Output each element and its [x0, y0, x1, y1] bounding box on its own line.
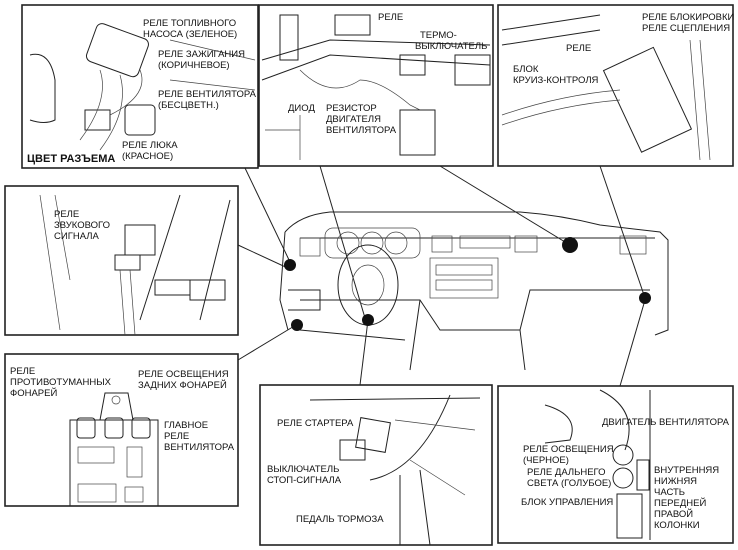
label-ignition-relay-color: (КОРИЧНЕВОЕ): [158, 60, 230, 71]
panel-starter-relay: РЕЛЕ СТАРТЕРА ВЫКЛЮЧАТЕЛЬ СТОП-СИГНАЛА П…: [259, 384, 493, 546]
leader-lines: [237, 165, 646, 387]
label-fog-relay-line3: ФОНАРЕЙ: [10, 387, 57, 399]
panel-cruise-control: РЕЛЕ БЛОКИРОВКИ РЕЛЕ СЦЕПЛЕНИЯ РЕЛЕ БЛОК…: [497, 4, 734, 167]
label-horn-relay: РЕЛЕ: [54, 209, 79, 220]
label-pillar-location-line6: КОЛОНКИ: [654, 520, 700, 531]
label-fog-relay: РЕЛЕ: [10, 366, 35, 377]
label-sunroof-relay-color: (КРАСНОЕ): [122, 151, 173, 162]
label-ignition-relay: РЕЛЕ ЗАЖИГАНИЯ: [158, 49, 245, 60]
dashboard-illustration: [279, 211, 669, 371]
label-fan-relay-color: (БЕСЦВЕТН.): [158, 100, 219, 111]
label-connector-color: ЦВЕТ РАЗЪЕМА: [27, 153, 115, 165]
panel-fan-resistor: РЕЛЕ ТЕРМО- ВЫКЛЮЧАТЕЛЬ ДИОД РЕЗИСТОР ДВ…: [258, 4, 494, 167]
label-stop-switch-line2: СТОП-СИГНАЛА: [267, 475, 342, 486]
label-diode: ДИОД: [288, 103, 315, 114]
label-cruise-control-unit-line2: КРУИЗ-КОНТРОЛЯ: [513, 75, 599, 86]
panel-relay-box: РЕЛЕ ПРОТИВОТУМАННЫХ ФОНАРЕЙ РЕЛЕ ОСВЕЩЕ…: [4, 353, 239, 507]
label-main-fan-relay-line3: ВЕНТИЛЯТОРА: [164, 442, 235, 453]
label-control-unit: БЛОК УПРАВЛЕНИЯ: [521, 497, 613, 508]
label-sunroof-relay: РЕЛЕ ЛЮКА: [122, 140, 178, 151]
label-relay: РЕЛЕ: [566, 43, 591, 54]
label-fuel-pump-relay-color: НАСОСА (ЗЕЛЕНОЕ): [143, 29, 237, 40]
label-pillar-location-line3: ЧАСТЬ: [654, 487, 685, 498]
label-light-relay-color: (ЧЕРНОЕ): [523, 455, 569, 466]
label-horn-relay-line2: ЗВУКОВОГО: [54, 220, 110, 231]
label-pillar-location-line5: ПРАВОЙ: [654, 508, 693, 520]
label-tail-relay-line2: ЗАДНИХ ФОНАРЕЙ: [138, 379, 227, 391]
panel-connector-relays: РЕЛЕ ТОПЛИВНОГО НАСОСА (ЗЕЛЕНОЕ) РЕЛЕ ЗА…: [21, 4, 259, 169]
label-pillar-location-line2: НИЖНЯЯ: [654, 476, 697, 487]
label-main-fan-relay: ГЛАВНОЕ: [164, 420, 208, 431]
label-clutch-interlock-relay: РЕЛЕ БЛОКИРОВКИ: [642, 12, 734, 23]
label-thermo-switch: ТЕРМО-: [420, 30, 457, 41]
label-high-beam-relay-color: СВЕТА (ГОЛУБОЕ): [527, 478, 611, 489]
label-tail-relay: РЕЛЕ ОСВЕЩЕНИЯ: [138, 369, 229, 380]
label-fan-resistor-line3: ВЕНТИЛЯТОРА: [326, 125, 397, 136]
label-stop-switch: ВЫКЛЮЧАТЕЛЬ: [267, 464, 339, 475]
label-starter-relay: РЕЛЕ СТАРТЕРА: [277, 418, 354, 429]
label-fan-motor: ДВИГАТЕЛЬ ВЕНТИЛЯТОРА: [602, 417, 730, 428]
label-fan-resistor: РЕЗИСТОР: [326, 103, 377, 114]
label-relay: РЕЛЕ: [378, 12, 403, 23]
label-pillar-location-line4: ПЕРЕДНЕЙ: [654, 497, 706, 509]
label-fan-resistor-line2: ДВИГАТЕЛЯ: [326, 114, 381, 125]
panel-horn-relay: РЕЛЕ ЗВУКОВОГО СИГНАЛА: [4, 185, 239, 336]
label-pillar-location: ВНУТРЕННЯЯ: [654, 465, 719, 476]
label-fuel-pump-relay: РЕЛЕ ТОПЛИВНОГО: [143, 18, 236, 29]
label-fog-relay-line2: ПРОТИВОТУМАННЫХ: [10, 377, 112, 388]
label-fan-relay: РЕЛЕ ВЕНТИЛЯТОРА: [158, 89, 257, 100]
panel-pillar-relays: ДВИГАТЕЛЬ ВЕНТИЛЯТОРА РЕЛЕ ОСВЕЩЕНИЯ (ЧЕ…: [497, 385, 734, 544]
label-brake-pedal: ПЕДАЛЬ ТОРМОЗА: [296, 514, 384, 525]
label-high-beam-relay: РЕЛЕ ДАЛЬНЕГО: [527, 467, 606, 478]
label-horn-relay-line3: СИГНАЛА: [54, 231, 99, 242]
label-thermo-switch-line2: ВЫКЛЮЧАТЕЛЬ: [415, 41, 487, 52]
label-light-relay: РЕЛЕ ОСВЕЩЕНИЯ: [523, 444, 614, 455]
label-clutch-interlock-relay-line2: РЕЛЕ СЦЕПЛЕНИЯ: [642, 23, 730, 34]
label-cruise-control-unit: БЛОК: [513, 64, 539, 75]
label-main-fan-relay-line2: РЕЛЕ: [164, 431, 189, 442]
